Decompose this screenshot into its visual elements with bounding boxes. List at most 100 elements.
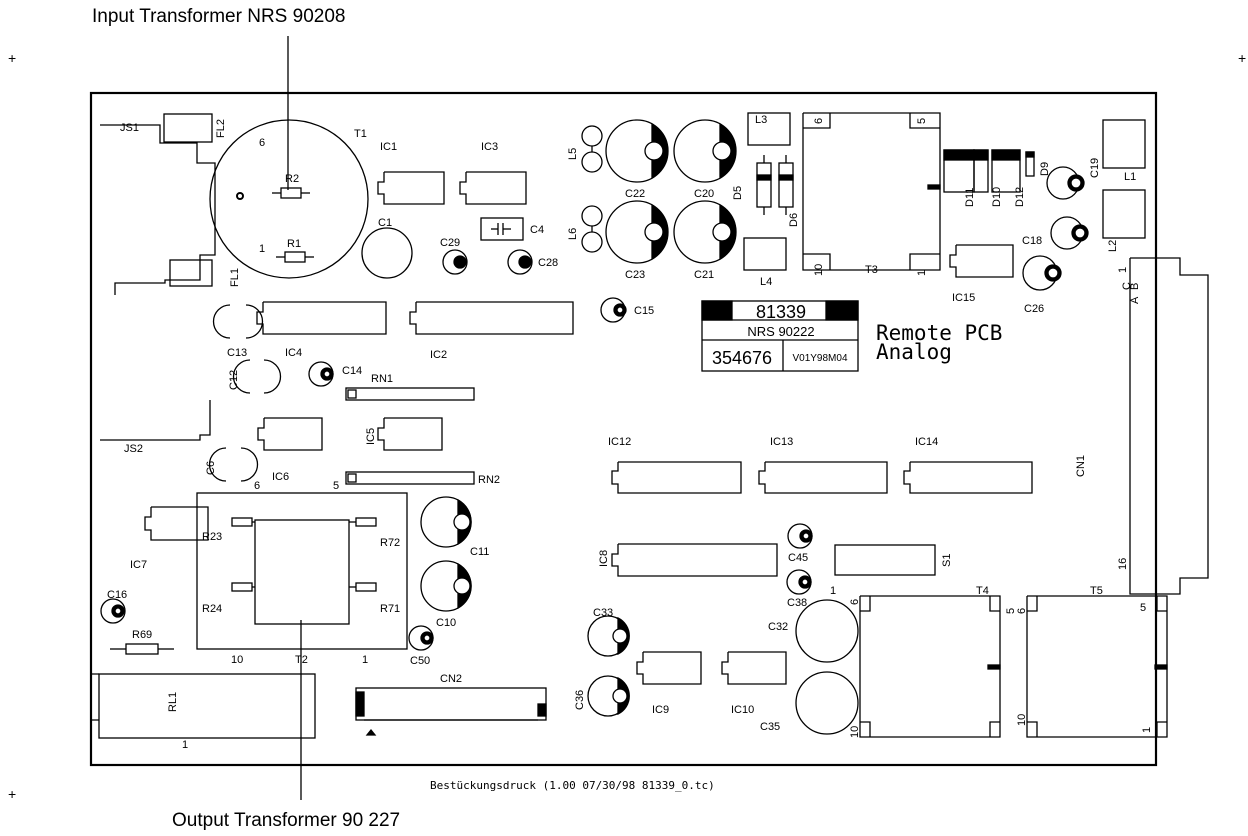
c28-capacitor	[507, 249, 533, 275]
c18-capacitor	[1050, 216, 1089, 250]
l4-inductor	[743, 237, 787, 271]
s1-label: S1	[941, 554, 953, 567]
ic4-chip	[256, 301, 387, 335]
rn2-label: RN2	[478, 474, 500, 486]
board-title-line2: Analog	[876, 340, 952, 364]
c45-capacitor	[787, 523, 813, 549]
l5-inductor	[581, 125, 603, 173]
c32-label: C32	[768, 621, 788, 633]
t3-transformer	[802, 112, 941, 271]
ic3-chip	[459, 171, 527, 205]
board-outline	[89, 91, 1158, 767]
l1-inductor	[1102, 119, 1146, 169]
js1-label: JS1	[120, 122, 139, 134]
c1-label: C1	[378, 217, 392, 229]
t3-pin6-label: 6	[813, 118, 825, 124]
c22-label: C22	[625, 188, 645, 200]
s1-switch	[834, 544, 936, 576]
ic15-label: IC15	[952, 292, 975, 304]
t3-pin1-label: 1	[916, 270, 928, 276]
c32-capacitor	[795, 599, 859, 663]
c35-capacitor	[795, 671, 859, 735]
c6-capacitor	[208, 447, 259, 482]
cn2-connector	[355, 687, 547, 736]
ic5-chip	[377, 417, 443, 451]
fl2-filter	[163, 113, 213, 143]
d6-diode	[778, 162, 794, 208]
c20-capacitor	[673, 119, 737, 183]
d12-label: D12	[1014, 187, 1026, 207]
footer-text: Bestückungsdruck (1.00 07/30/98 81339_0.…	[430, 779, 715, 792]
l4-label: L4	[760, 276, 772, 288]
rn2-resistor-network	[345, 471, 475, 485]
d9-diode	[1025, 151, 1035, 177]
t5-pin5a-label: 5	[1005, 608, 1017, 614]
c10-capacitor	[420, 560, 472, 612]
registration-mark-bottom-left: +	[8, 786, 17, 802]
d10-label: D10	[991, 187, 1003, 207]
c33-label: C33	[593, 607, 613, 619]
t1-pin-marker	[236, 192, 244, 200]
ic13-label: IC13	[770, 436, 793, 448]
c36-capacitor	[587, 675, 630, 717]
title-block	[701, 300, 859, 372]
c15-capacitor	[600, 297, 627, 323]
ic10-chip	[721, 651, 787, 685]
ic14-chip	[903, 461, 1033, 494]
c26-label: C26	[1024, 303, 1044, 315]
ic6-pin6-label: 6	[254, 480, 260, 492]
t5-pin10-label: 10	[1016, 714, 1028, 726]
ic6-label: IC6	[272, 471, 289, 483]
t5-pin5b-label: 5	[1140, 602, 1146, 614]
js2-connector	[100, 400, 211, 441]
ic9-chip	[636, 651, 702, 685]
c11-capacitor	[420, 496, 472, 548]
c36-label: C36	[574, 690, 586, 710]
l5-label: L5	[567, 148, 579, 160]
ic9-label: IC9	[652, 704, 669, 716]
c38-label: C38	[787, 597, 807, 609]
cn1-pin1-label: 1	[1117, 267, 1129, 273]
r71-label: R71	[380, 603, 400, 615]
t1-pin1-label: 1	[259, 243, 265, 255]
c45-label: C45	[788, 552, 808, 564]
ic8-label: IC8	[598, 550, 610, 567]
cn1-row-b-label: B	[1129, 283, 1141, 290]
r72-label: R72	[380, 537, 400, 549]
l3-label: L3	[755, 114, 767, 126]
c50-label: C50	[410, 655, 430, 667]
cn2-label: CN2	[440, 673, 462, 685]
r24-label: R24	[202, 603, 222, 615]
fl1-filter	[169, 259, 213, 287]
registration-mark-top-right: +	[1238, 50, 1247, 66]
c4-capacitor	[480, 217, 524, 241]
js2-label: JS2	[124, 443, 143, 455]
ic12-chip	[611, 461, 742, 494]
c11-label: C11	[470, 546, 489, 558]
c19-label: C19	[1089, 158, 1101, 178]
c29-label: C29	[440, 237, 460, 249]
cn1-pin16-label: 16	[1117, 558, 1129, 570]
c33-capacitor	[587, 615, 630, 657]
c16-capacitor	[100, 598, 126, 624]
rl1-pin1-label: 1	[182, 739, 188, 751]
d5-diode	[756, 162, 772, 208]
c13-label: C13	[227, 347, 247, 359]
c35-label: C35	[760, 721, 780, 733]
part-number-text: 81339	[756, 302, 806, 322]
c21-label: C21	[694, 269, 714, 281]
t2-label: T2	[295, 654, 308, 666]
t3-label: T3	[865, 264, 878, 276]
t5-label: T5	[1090, 585, 1103, 597]
c16-label: C16	[107, 589, 127, 601]
cn1-connector	[1129, 257, 1209, 595]
board-title-line1: Remote PCB	[876, 321, 1002, 345]
d11-label: D11	[964, 188, 976, 207]
r1-label: R1	[287, 238, 301, 250]
d11-diode	[943, 149, 975, 193]
c14-label: C14	[342, 365, 362, 377]
t4-label: T4	[976, 585, 989, 597]
rn1-label: RN1	[371, 373, 393, 385]
d6-label: D6	[788, 213, 800, 227]
